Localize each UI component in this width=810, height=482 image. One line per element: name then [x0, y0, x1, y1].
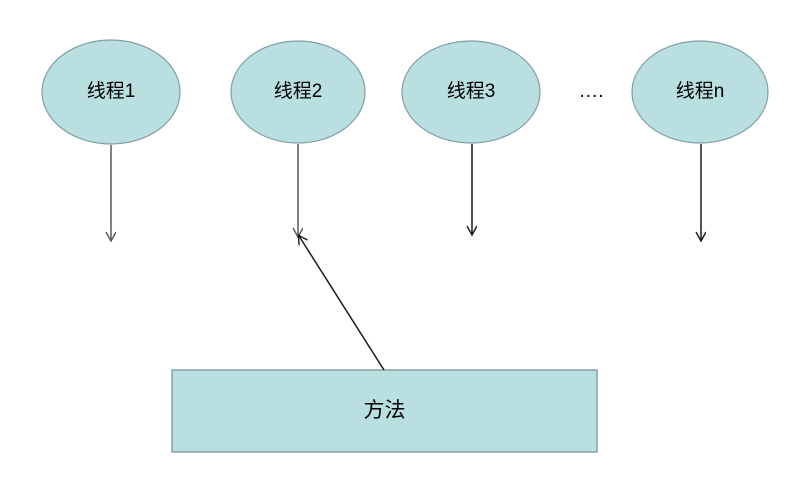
method-rectangle[interactable] — [171, 369, 598, 453]
thread-ellipse-n[interactable] — [631, 40, 769, 144]
thread-ellipse-3[interactable] — [401, 40, 541, 144]
thread-ellipse-2[interactable] — [230, 40, 366, 144]
thread-ellipse-1[interactable] — [41, 39, 181, 145]
arrow-line-method-to-thread-2 — [299, 236, 385, 371]
